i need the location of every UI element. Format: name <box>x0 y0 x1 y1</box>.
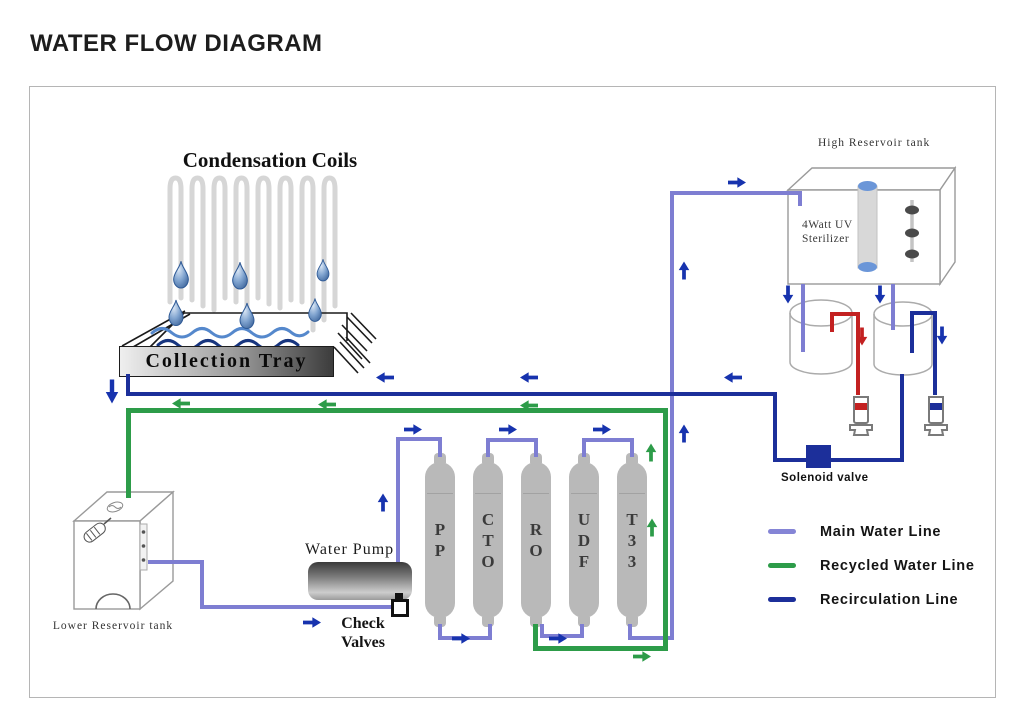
uv-sterilizer-label-line1: 4Watt UV <box>802 219 853 231</box>
lower-reservoir-label: Lower Reservoir tank <box>52 620 174 632</box>
filter-pp-label: P P <box>434 520 446 560</box>
water-pump-label: Water Pump <box>305 541 395 558</box>
filter-port <box>482 617 494 627</box>
filter-udf-label: U D F <box>577 509 591 571</box>
level-sensor-strip-icon <box>139 523 148 571</box>
condensation-coils-graphic <box>121 175 377 374</box>
legend-swatch-main <box>768 529 796 534</box>
flow-arrow-right <box>452 633 470 644</box>
legend-label-main: Main Water Line <box>820 524 942 540</box>
float-sensor-rod-icon <box>905 200 919 262</box>
page-title: WATER FLOW DIAGRAM <box>30 30 323 57</box>
float-switch-icon <box>83 517 112 543</box>
filter-t33-label: T 3 3 <box>626 509 638 571</box>
uv-sterilizer-label-line2: Sterilizer <box>802 233 850 245</box>
water-pump <box>308 562 412 600</box>
coil-tubes <box>167 175 338 333</box>
filter-port <box>578 453 590 463</box>
filter-port <box>626 453 638 463</box>
flow-arrow-right-recycled <box>633 651 651 662</box>
filter-udf: U D F <box>569 462 599 618</box>
filter-ro: R O <box>521 462 551 618</box>
condensation-coils-label: Condensation Coils <box>182 148 358 172</box>
pump-outlet-stem <box>395 593 403 602</box>
cold-faucet-icon <box>924 396 948 436</box>
tank-top-fitting-icon <box>106 501 124 513</box>
tank-opening-arc <box>95 593 131 610</box>
high-reservoir-label: High Reservoir tank <box>818 137 931 149</box>
filter-ro-label: R O <box>529 520 543 560</box>
filter-pp: P P <box>425 462 455 618</box>
legend-swatch-recirculation <box>768 597 796 602</box>
flow-arrow-right <box>549 633 567 644</box>
check-valves-label: Check Valves <box>341 615 385 651</box>
legend-label-recirculation: Recirculation Line <box>820 592 959 608</box>
filter-port <box>626 617 638 627</box>
water-droplets <box>168 259 330 329</box>
filter-t33: T 3 3 <box>617 462 647 618</box>
collection-tray-label: Collection Tray <box>119 346 334 377</box>
flow-arrow-right <box>404 424 422 435</box>
lower-reservoir-tank <box>72 490 175 611</box>
filter-port <box>530 617 542 627</box>
uv-lamp-icon <box>857 181 878 272</box>
flow-arrow-right <box>728 177 746 188</box>
filter-port <box>434 617 446 627</box>
hot-faucet-icon <box>849 396 873 436</box>
solenoid-valve-label: Solenoid valve <box>781 472 869 484</box>
high-reservoir-tank <box>786 165 957 287</box>
flow-arrow-right <box>593 424 611 435</box>
solenoid-valve-icon <box>806 445 831 468</box>
flow-arrow-right <box>499 424 517 435</box>
legend-label-recycled: Recycled Water Line <box>820 558 975 574</box>
filter-port <box>530 453 542 463</box>
flow-arrow-right <box>303 617 321 628</box>
filter-port <box>434 453 446 463</box>
filter-port <box>482 453 494 463</box>
filter-cto-label: C T O <box>481 509 495 571</box>
filter-cto: C T O <box>473 462 503 618</box>
check-valve-icon <box>391 599 409 617</box>
legend-swatch-recycled <box>768 563 796 568</box>
filter-port <box>578 617 590 627</box>
